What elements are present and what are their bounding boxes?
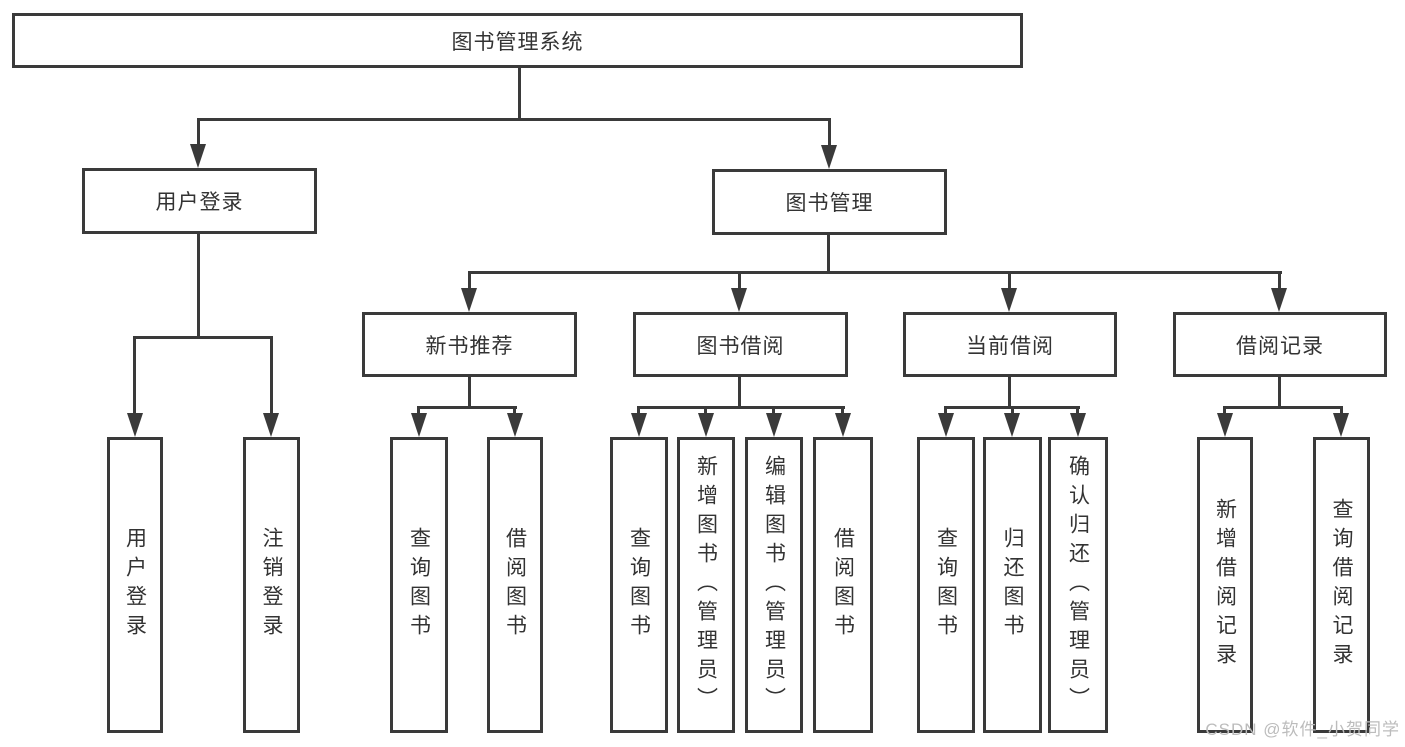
arrowhead-leaf-login [127,413,143,437]
connector-drop-leaf-login [133,336,136,415]
leaf-confirm-return-admin-label: 确认归还（管理员） [1066,454,1090,716]
arrowhead [835,413,851,437]
node-book-management-label: 图书管理 [785,192,874,215]
connector-drop-user-login [197,118,200,145]
connector-root-stem [518,68,521,121]
connector-drop [772,406,775,415]
node-book-management: 图书管理 [712,169,947,235]
connector-drop [1011,406,1014,415]
leaf-borrow-book-recommend-label: 借阅图书 [503,527,527,643]
node-root: 图书管理系统 [12,13,1023,68]
leaf-add-book-admin: 新增图书（管理员） [677,437,735,733]
connector-borrow-records-rail [1223,406,1343,409]
leaf-borrow-book-label: 借阅图书 [831,527,855,643]
arrowhead [938,413,954,437]
arrowhead-leaf-logout [263,413,279,437]
connector-book-borrow-rail [637,406,845,409]
arrowhead-borrow-records [1271,288,1287,312]
arrowhead [1070,413,1086,437]
leaf-add-borrow-record-label: 新增借阅记录 [1213,498,1237,672]
node-root-label: 图书管理系统 [451,30,584,54]
leaf-query-book-current-label: 查询图书 [934,527,958,643]
arrowhead-user-login [190,144,206,168]
node-borrow-records: 借阅记录 [1173,312,1387,377]
connector-drop [513,406,516,415]
leaf-query-book-borrow: 查询图书 [610,437,668,733]
arrowhead [1333,413,1349,437]
connector-drop-borrow-records [1278,271,1281,289]
leaf-return-book: 归还图书 [983,437,1042,733]
connector-book-management-stem [827,235,830,274]
arrowhead [698,413,714,437]
connector-user-login-rail [133,336,273,339]
arrowhead-book-management [821,145,837,169]
connector-current-borrow-stem [1008,377,1011,409]
leaf-borrow-book: 借阅图书 [813,437,873,733]
node-current-borrow-label: 当前借阅 [966,334,1054,358]
connector-drop-new-book [468,271,471,289]
leaf-query-book-recommend-label: 查询图书 [407,527,431,643]
leaf-confirm-return-admin: 确认归还（管理员） [1048,437,1108,733]
leaf-add-book-admin-label: 新增图书（管理员） [694,454,718,716]
connector-borrow-records-stem [1278,377,1281,409]
leaf-user-login: 用户登录 [107,437,163,733]
leaf-return-book-label: 归还图书 [1001,527,1025,643]
connector-book-borrow-stem [738,377,741,409]
arrowhead-current-borrow [1001,288,1017,312]
arrowhead-new-book [461,288,477,312]
leaf-edit-book-admin: 编辑图书（管理员） [745,437,803,733]
node-current-borrow: 当前借阅 [903,312,1117,377]
node-book-borrow-label: 图书借阅 [696,334,785,358]
leaf-query-book-borrow-label: 查询图书 [627,527,651,643]
watermark: CSDN @软件_小贺同学 [1205,720,1400,739]
node-borrow-records-label: 借阅记录 [1236,334,1324,358]
node-new-book-recommend: 新书推荐 [362,312,577,377]
node-user-login-label: 用户登录 [155,191,244,214]
connector-drop [944,406,947,415]
arrowhead-book-borrow [731,288,747,312]
connector-book-management-rail [468,271,1282,274]
arrowhead [507,413,523,437]
connector-drop [841,406,844,415]
leaf-user-login-label: 用户登录 [123,527,147,643]
leaf-query-book-recommend: 查询图书 [390,437,448,733]
connector-drop [1223,406,1226,415]
connector-drop [417,406,420,415]
connector-drop [1340,406,1343,415]
connector-drop-leaf-logout [270,336,273,415]
connector-drop-current-borrow [1008,271,1011,289]
leaf-borrow-book-recommend: 借阅图书 [487,437,543,733]
connector-new-book-stem [468,377,471,409]
leaf-edit-book-admin-label: 编辑图书（管理员） [762,454,786,716]
arrowhead [631,413,647,437]
arrowhead [766,413,782,437]
arrowhead [411,413,427,437]
leaf-logout: 注销登录 [243,437,300,733]
leaf-query-borrow-record: 查询借阅记录 [1313,437,1370,733]
node-new-book-recommend-label: 新书推荐 [425,334,514,358]
connector-drop [704,406,707,415]
leaf-query-borrow-record-label: 查询借阅记录 [1330,498,1354,672]
connector-root-rail [197,118,831,121]
leaf-add-borrow-record: 新增借阅记录 [1197,437,1253,733]
connector-drop [1076,406,1079,415]
connector-drop-book-management [828,118,831,145]
arrowhead [1217,413,1233,437]
node-user-login: 用户登录 [82,168,317,234]
connector-new-book-rail [417,406,517,409]
leaf-logout-label: 注销登录 [260,527,284,643]
node-book-borrow: 图书借阅 [633,312,848,377]
arrowhead [1004,413,1020,437]
connector-user-login-stem [197,234,200,339]
leaf-query-book-current: 查询图书 [917,437,975,733]
connector-drop-book-borrow [738,271,741,289]
connector-drop [637,406,640,415]
